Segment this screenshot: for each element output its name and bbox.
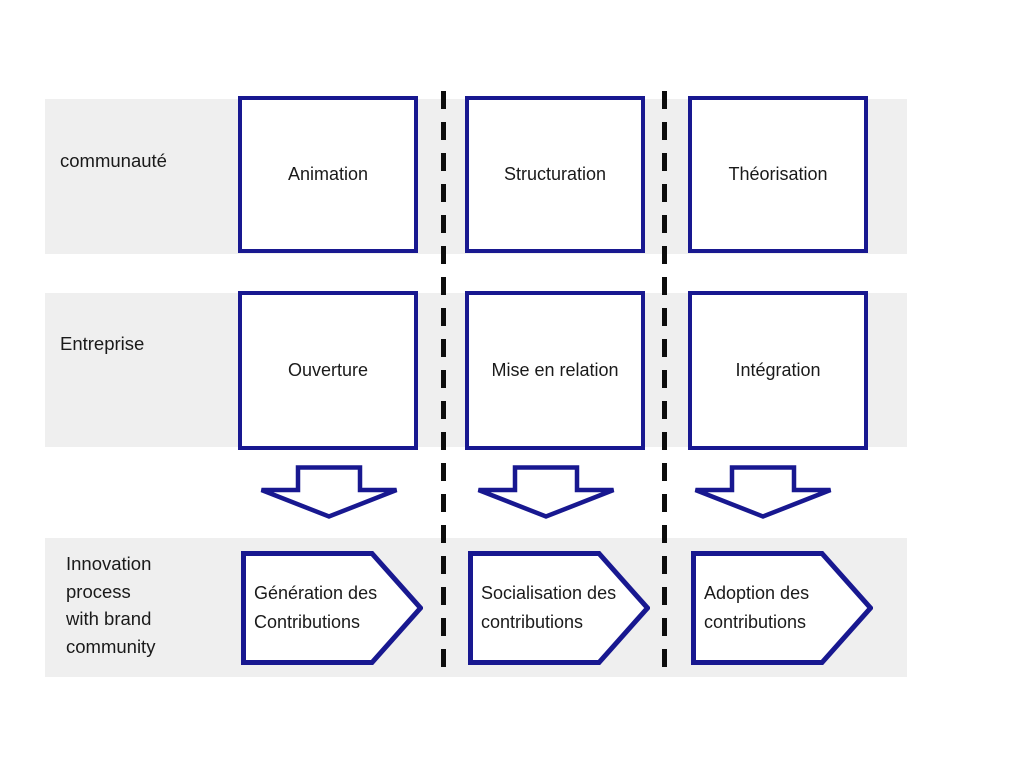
- pentagon-1-label: Génération des Contributions: [254, 551, 404, 665]
- box-ouverture: Ouverture: [238, 291, 418, 450]
- pentagon-generation-des-contributions: Génération des Contributions: [241, 551, 423, 665]
- down-arrow-icon-2: [477, 465, 615, 519]
- swimlane-label-community: communauté: [60, 150, 167, 171]
- pentagon-1-line-2: Contributions: [254, 612, 361, 632]
- pentagon-adoption-des-contributions: Adoption des contributions: [691, 551, 873, 665]
- pentagon-3-line-2: contributions: [704, 612, 807, 632]
- phase-divider-line-2: [662, 91, 667, 679]
- pentagon-shape-icon: [691, 551, 873, 665]
- box-structuration-label: Structuration: [503, 164, 607, 184]
- box-animation: Animation: [238, 96, 418, 253]
- pentagon-2-label: Socialisation des contributions: [481, 551, 631, 665]
- pentagon-socialisation-des-contributions: Socialisation des contributions: [468, 551, 650, 665]
- pentagon-3-line-1: Adoption des: [704, 583, 810, 603]
- down-arrow-icon-3: [694, 465, 832, 519]
- phase-divider-line-1: [441, 91, 446, 679]
- innovation-label-line-4: community: [66, 635, 156, 657]
- box-theorisation-label: Théorisation: [728, 164, 828, 184]
- innovation-label-line-3: with brand: [66, 608, 152, 629]
- box-integration: Intégration: [688, 291, 868, 450]
- swimlane-label-innovation-process: Innovation process with brand community: [66, 550, 226, 660]
- pentagon-2-line-2: contributions: [481, 612, 584, 632]
- innovation-label-line-2: process: [66, 580, 131, 602]
- box-theorisation: Théorisation: [688, 96, 868, 253]
- pentagon-shape-icon: [468, 551, 650, 665]
- box-mise-en-relation: Mise en relation: [465, 291, 645, 450]
- box-integration-label: Intégration: [735, 360, 821, 380]
- swimlane-label-enterprise: Entreprise: [60, 333, 145, 354]
- pentagon-1-line-1: Génération des: [254, 583, 378, 603]
- pentagon-2-line-1: Socialisation des: [481, 583, 617, 603]
- pentagon-3-label: Adoption des contributions: [704, 551, 854, 665]
- box-mise-en-relation-label: Mise en relation: [491, 360, 619, 380]
- pentagon-shape-icon: [241, 551, 423, 665]
- innovation-label-line-1: Innovation: [66, 553, 152, 574]
- box-ouverture-label: Ouverture: [287, 360, 369, 380]
- down-arrow-icon-1: [260, 465, 398, 519]
- box-structuration: Structuration: [465, 96, 645, 253]
- box-animation-label: Animation: [287, 164, 369, 184]
